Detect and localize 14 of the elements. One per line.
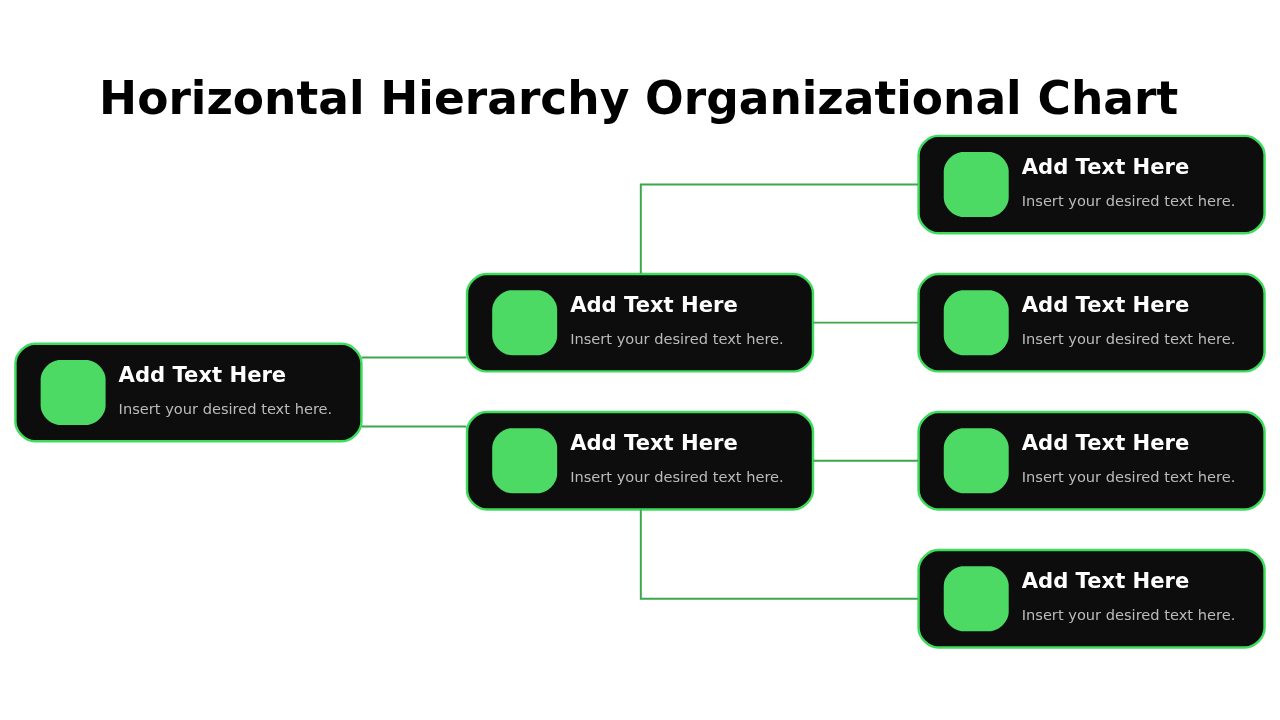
connector bbox=[360, 356, 468, 359]
node-box: Add Text Here Insert your desired text here. bbox=[917, 410, 1266, 511]
connector bbox=[639, 183, 919, 275]
connector bbox=[812, 321, 919, 324]
connector bbox=[812, 459, 919, 462]
node-box: Add Text Here Insert your desired text here. bbox=[917, 134, 1266, 235]
diagram-title: Horizontal Hierarchy Organizational Chart bbox=[99, 71, 1179, 125]
node-box: Add Text Here Insert your desired text here. bbox=[917, 548, 1266, 649]
node-box: Add Text Here Insert your desired text here. bbox=[465, 272, 815, 373]
connector bbox=[639, 508, 919, 600]
node-box: Add Text Here Insert your desired text here. bbox=[917, 272, 1266, 373]
node-box: Add Text Here Insert your desired text here. bbox=[14, 342, 363, 443]
connector bbox=[360, 425, 468, 428]
node-box: Add Text Here Insert your desired text here. bbox=[465, 410, 815, 511]
